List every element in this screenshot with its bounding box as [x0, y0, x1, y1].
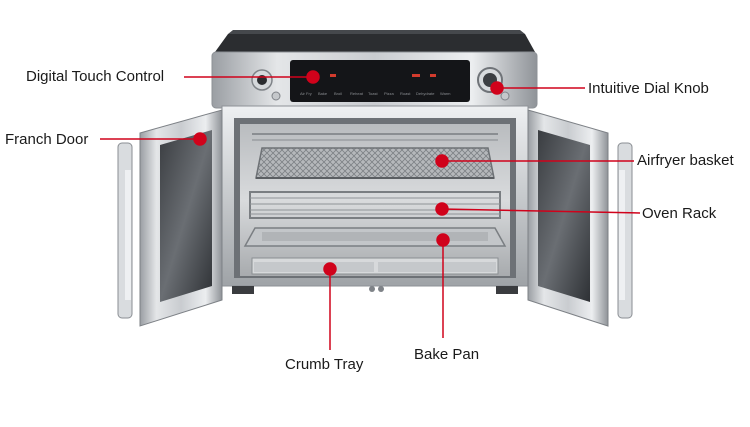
- svg-text:Warm: Warm: [440, 91, 451, 96]
- control-panel: Air Fry Bake Broil Reheat Toast Pizza Roast D…: [211, 51, 538, 109]
- oven-top: [215, 30, 535, 52]
- svg-text:Reheat: Reheat: [350, 91, 364, 96]
- light-button[interactable]: [271, 91, 281, 101]
- callout-oven-rack: [435, 202, 641, 216]
- callout-franch-door: [100, 132, 207, 146]
- callout-intuitive-dial-knob: [490, 81, 585, 95]
- oven-rack: [249, 191, 501, 219]
- callout-crumb-tray: [323, 262, 337, 350]
- svg-text:Air Fry: Air Fry: [300, 91, 312, 96]
- svg-text:Pizza: Pizza: [384, 91, 395, 96]
- airfryer-basket: [255, 147, 495, 179]
- right-french-door: [527, 109, 633, 327]
- svg-text:Roast: Roast: [400, 91, 411, 96]
- crumb-tray: [251, 257, 499, 275]
- svg-text:Bake: Bake: [318, 91, 328, 96]
- callout-airfryer-basket: [435, 154, 634, 168]
- left-french-door: [117, 109, 223, 327]
- svg-text:Toast: Toast: [368, 91, 378, 96]
- heating-element: [252, 133, 498, 141]
- start-button[interactable]: [500, 91, 510, 101]
- label-digital-touch-control: Digital Touch Control: [26, 68, 165, 85]
- svg-text:Dehydrate: Dehydrate: [416, 91, 435, 96]
- callout-bake-pan: [436, 233, 450, 338]
- label-bake-pan: Bake Pan: [414, 346, 480, 363]
- label-airfryer-basket: Airfryer basket: [637, 152, 734, 169]
- callout-digital-touch-control: [184, 70, 320, 84]
- power-button[interactable]: [251, 69, 273, 91]
- bake-pan: [243, 227, 507, 247]
- oven-feet: [232, 286, 518, 294]
- label-franch-door: Franch Door: [5, 131, 89, 148]
- label-oven-rack: Oven Rack: [642, 205, 717, 222]
- svg-text:Broil: Broil: [334, 91, 342, 96]
- label-crumb-tray: Crumb Tray: [285, 356, 364, 373]
- label-intuitive-dial-knob: Intuitive Dial Knob: [588, 80, 709, 97]
